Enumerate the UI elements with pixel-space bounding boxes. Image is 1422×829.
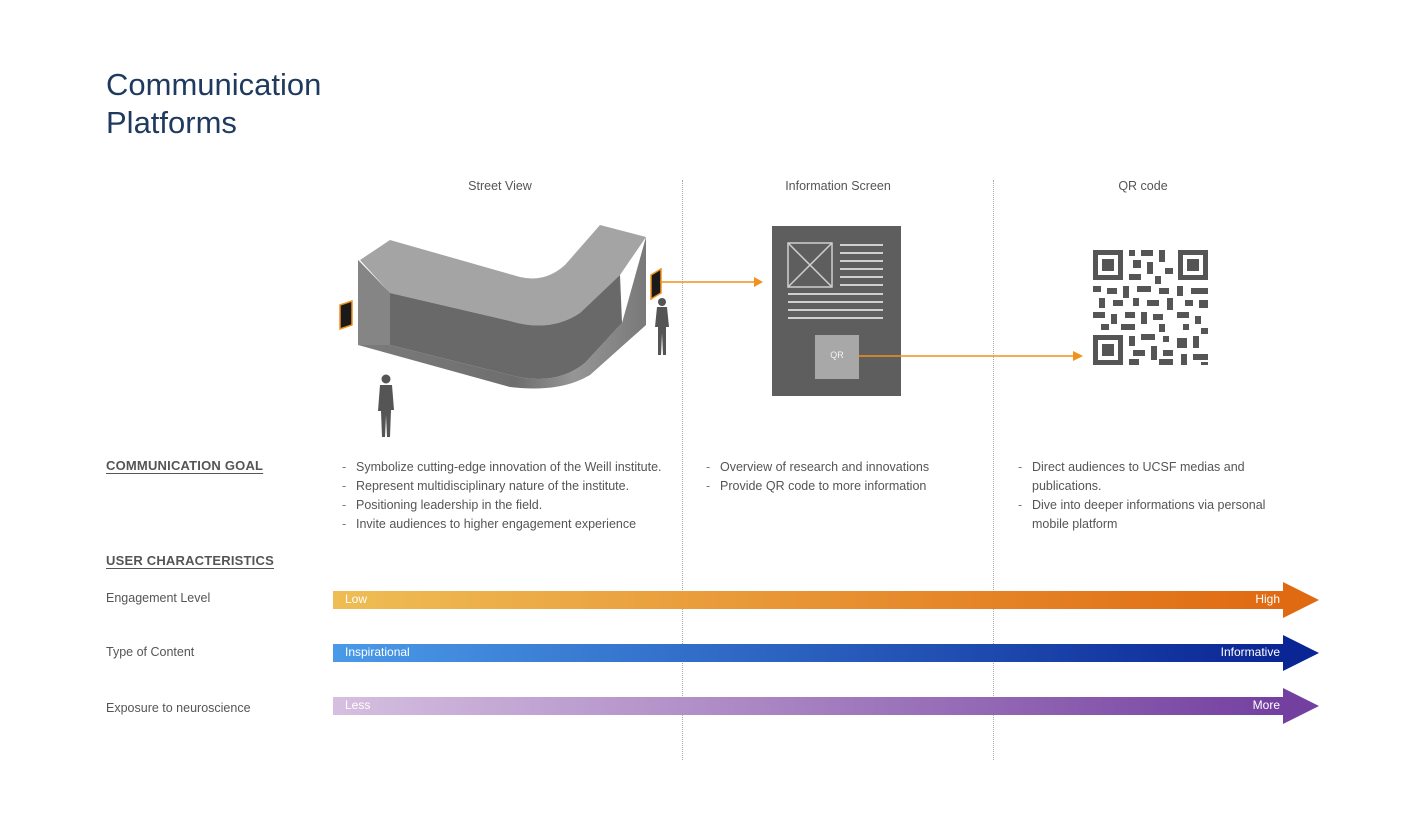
row-label-engagement-level: Engagement Level bbox=[106, 591, 211, 605]
goal-list-qr-code: Direct audiences to UCSF medias and publ… bbox=[1018, 458, 1288, 534]
arrow-right-icon bbox=[858, 351, 1083, 361]
arrowhead bbox=[1283, 635, 1319, 671]
list-item: Provide QR code to more information bbox=[706, 477, 986, 496]
arrowhead bbox=[1283, 688, 1319, 724]
building-model-icon bbox=[339, 225, 669, 437]
column-header-street-view: Street View bbox=[468, 179, 532, 193]
bar-high-label: Informative bbox=[1220, 645, 1280, 659]
page-title-line1: Communication bbox=[106, 67, 322, 102]
engagement-level-gradient-arrow: Low High bbox=[333, 591, 1283, 609]
communication-goal-heading: COMMUNICATION GOAL bbox=[106, 458, 264, 473]
list-item: Overview of research and innovations bbox=[706, 458, 986, 477]
list-item: Represent multidisciplinary nature of th… bbox=[342, 477, 677, 496]
user-characteristics-heading: USER CHARACTERISTICS bbox=[106, 553, 274, 568]
bar-low-label: Low bbox=[345, 592, 368, 606]
goal-list-street-view: Symbolize cutting-edge innovation of the… bbox=[342, 458, 677, 534]
goal-list-information-screen: Overview of research and innovations Pro… bbox=[706, 458, 986, 496]
page-title-line2: Platforms bbox=[106, 105, 237, 140]
bar-high-label: More bbox=[1252, 698, 1280, 712]
exposure-gradient-arrow: Less More bbox=[333, 697, 1283, 715]
column-header-qr-code: QR code bbox=[1118, 179, 1168, 193]
arrow-right-icon bbox=[660, 277, 763, 287]
page-title: Communication Platforms bbox=[106, 66, 321, 142]
person-silhouette-icon bbox=[378, 374, 394, 437]
type-of-content-gradient-arrow: Inspirational Informative bbox=[333, 644, 1283, 662]
bar-high-label: High bbox=[1255, 592, 1280, 606]
info-screen-mockup-icon bbox=[772, 226, 901, 396]
arrowhead bbox=[1283, 582, 1319, 618]
column-divider-2 bbox=[993, 180, 994, 760]
column-divider-1 bbox=[682, 180, 683, 760]
bar-low-label: Less bbox=[345, 698, 371, 712]
list-item: Positioning leadership in the field. bbox=[342, 496, 677, 515]
list-item: Direct audiences to UCSF medias and publ… bbox=[1018, 458, 1288, 496]
column-header-information-screen: Information Screen bbox=[785, 179, 891, 193]
row-label-exposure-to-neuroscience: Exposure to neuroscience bbox=[106, 701, 251, 715]
bar-low-label: Inspirational bbox=[345, 645, 410, 659]
list-item: Symbolize cutting-edge innovation of the… bbox=[342, 458, 677, 477]
list-item: Dive into deeper informations via person… bbox=[1018, 496, 1288, 534]
row-label-type-of-content: Type of Content bbox=[106, 645, 195, 659]
qr-code-icon bbox=[1093, 250, 1208, 365]
list-item: Invite audiences to higher engagement ex… bbox=[342, 515, 677, 534]
qr-placeholder-label: QR bbox=[830, 350, 844, 360]
